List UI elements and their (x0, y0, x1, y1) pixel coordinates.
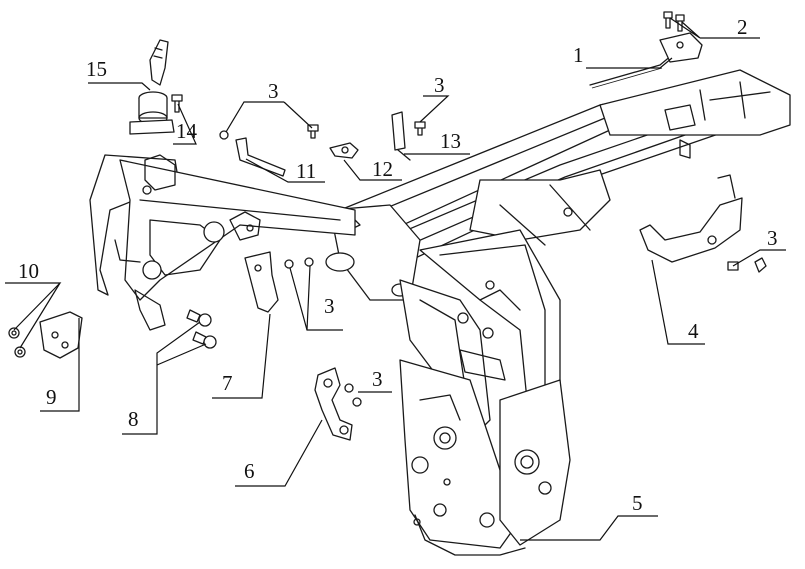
callout-3-rear: 3 (767, 226, 778, 250)
bracket-thirteen (391, 111, 426, 161)
callout-3-middle: 3 (324, 294, 335, 318)
callout-11: 11 (296, 159, 316, 183)
callout-4: 4 (688, 319, 699, 343)
cable-assembly (589, 54, 673, 89)
callout-15: 15 (86, 57, 107, 81)
bracket-eleven (235, 137, 286, 177)
callout-7: 7 (222, 371, 233, 395)
callout-labels: 1 2 3 3 3 3 3 4 5 6 7 8 9 10 11 12 13 14… (18, 15, 778, 515)
top-bracket (659, 11, 703, 63)
lower-bracket (314, 367, 353, 441)
callout-3-lower: 3 (372, 367, 383, 391)
nuts-middle (284, 257, 314, 269)
callout-1: 1 (573, 43, 584, 67)
callout-6: 6 (244, 459, 255, 483)
nuts-left (8, 327, 26, 358)
callout-3-upper-right: 3 (434, 73, 445, 97)
callout-8: 8 (128, 407, 139, 431)
callout-12: 12 (372, 157, 393, 181)
main-frame (89, 69, 791, 556)
clamp-twelve (329, 142, 359, 159)
bolts-center-left (186, 309, 217, 349)
plate-bracket (244, 251, 279, 313)
callout-5: 5 (632, 491, 643, 515)
left-bracket (39, 311, 83, 359)
ignition-switch (129, 39, 175, 135)
callout-9: 9 (46, 385, 57, 409)
callout-10: 10 (18, 259, 39, 283)
callout-2: 2 (737, 15, 748, 39)
callout-13: 13 (440, 129, 461, 153)
nuts-lower (344, 383, 362, 407)
fastener-upper-left (219, 124, 319, 140)
callout-14: 14 (176, 119, 198, 143)
leader-lines (5, 17, 786, 541)
rear-bracket (639, 174, 743, 263)
callout-3-upper-left: 3 (268, 79, 279, 103)
